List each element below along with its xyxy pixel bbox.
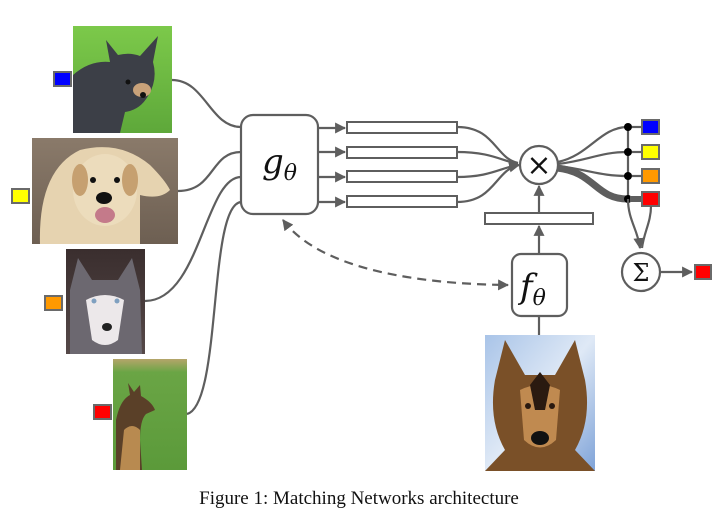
query-embedding-bar xyxy=(484,212,594,225)
arrow-to-sum-1 xyxy=(626,198,645,250)
output-label-3 xyxy=(641,191,660,207)
support-embeddings xyxy=(318,121,458,208)
g-theta-label: gθ xyxy=(262,142,297,186)
support-image-chihuahua xyxy=(73,26,172,133)
connector-support-4 xyxy=(186,200,242,416)
support-label-red xyxy=(93,404,112,420)
output-label-0 xyxy=(641,119,660,135)
output-labels xyxy=(641,119,660,207)
output-label-2 xyxy=(641,168,660,184)
embedding-bar-4 xyxy=(346,195,458,208)
support-label-orange xyxy=(44,295,63,311)
g-theta-encoder xyxy=(239,113,320,216)
output-label-1 xyxy=(641,144,660,160)
connector-support-1 xyxy=(171,78,242,129)
connector-out-1 xyxy=(557,125,629,164)
sum-symbol: Σ xyxy=(633,259,650,287)
support-image-husky xyxy=(66,249,145,354)
multiply-symbol: × xyxy=(526,148,551,183)
connector-out-2 xyxy=(557,150,629,166)
connector-support-2 xyxy=(177,150,242,193)
embedding-bar-1 xyxy=(346,121,458,134)
support-label-yellow xyxy=(11,188,30,204)
connector-embed-3 xyxy=(456,163,519,179)
prediction-label xyxy=(694,264,712,280)
support-label-blue xyxy=(53,71,72,87)
connector-support-3 xyxy=(144,175,242,303)
figure-caption: Figure 1: Matching Networks architecture xyxy=(199,488,519,509)
connector-embed-1 xyxy=(456,125,519,165)
connector-out-4-strong xyxy=(556,164,629,203)
arrow-to-sum-2 xyxy=(640,205,653,249)
shared-context-dashed-arrow xyxy=(282,219,510,291)
embedding-bar-2 xyxy=(346,146,458,159)
embedding-bar-3 xyxy=(346,170,458,183)
query-image-german-shepherd xyxy=(485,335,595,471)
support-image-german-shepherd xyxy=(113,359,187,470)
connector-embed-4 xyxy=(456,161,521,204)
support-image-labrador xyxy=(32,138,178,244)
label-dots xyxy=(624,123,642,203)
